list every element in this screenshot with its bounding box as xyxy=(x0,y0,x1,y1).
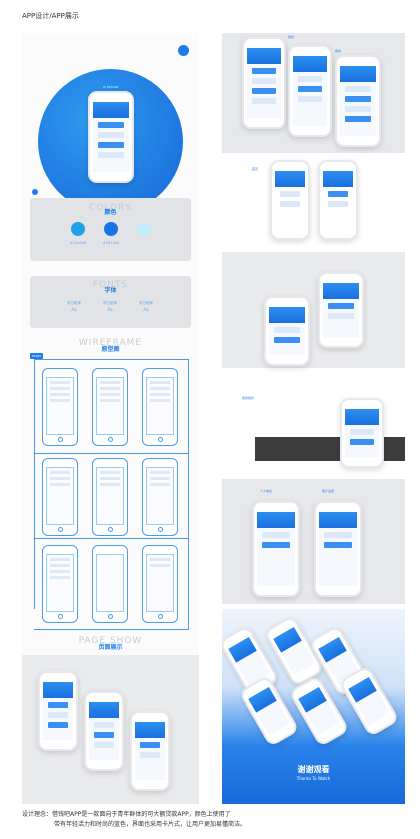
wireframe-phone xyxy=(42,368,78,446)
concept-line-2: 带有年轻活力和时尚的蓝色，界面也采用卡片式，让用户更加易懂简洁。 xyxy=(54,821,247,828)
pages-showcase xyxy=(22,655,199,804)
label-d: 我的借款 xyxy=(242,396,255,400)
phone-9 xyxy=(252,501,300,597)
swatch-3 xyxy=(137,222,151,236)
showcase-phone xyxy=(130,711,170,791)
colors-ghost: COLORS xyxy=(88,203,133,213)
pages-ghost: PAGE SHOW xyxy=(78,636,143,646)
right-panel: 借款 我的 首页 我的借款 个人信息 账户设置 谢谢观看 Thanks To W… xyxy=(222,33,405,804)
right-block-4: 我的借款 xyxy=(222,388,405,468)
font-sample-1: Aa xyxy=(71,307,77,312)
label-e: 个人信息 xyxy=(260,489,273,493)
label-a: 借款 xyxy=(288,35,295,39)
label-f: 账户设置 xyxy=(322,489,335,493)
left-panel: UI DESIGN 借钱吧 APP COLORS 颜色 #22a0e6 #187… xyxy=(22,33,199,804)
colors-title: 颜色 xyxy=(104,209,117,216)
right-block-5: 个人信息 账户设置 xyxy=(222,479,405,604)
design-concept: 设计理念：借钱吧APP是一款面向于青年群体的可大额贷款APP，颜色上使用了 带有… xyxy=(22,810,246,830)
swatch-1-label: #22a0e6 xyxy=(69,241,87,245)
fonts-section: FONTS 字体 苹方粗体 苹方细体 苹方细体 Aa Aa Aa xyxy=(30,276,191,328)
font-sample-3: Aa xyxy=(143,307,149,312)
wireframe-phone xyxy=(92,368,128,446)
fonts-ghost: FONTS xyxy=(92,280,129,290)
fonts-title: 字体 xyxy=(104,287,117,294)
wireframe-title: 原型图 xyxy=(101,346,120,353)
phone-7 xyxy=(318,272,364,348)
swatch-3-label: #c3ebff xyxy=(137,241,151,245)
phone-10 xyxy=(314,501,362,597)
phone-2 xyxy=(288,45,332,137)
font-name-1: 苹方粗体 xyxy=(67,301,81,305)
page-header: APP设计/APP展示 xyxy=(22,12,79,20)
wireframe-phone xyxy=(92,458,128,536)
wireframe-ghost: WIREFRAME xyxy=(78,338,143,348)
right-block-2: 首页 xyxy=(222,160,405,248)
decor-dot-small xyxy=(32,189,38,195)
right-block-1: 借款 我的 xyxy=(222,33,405,153)
wireframe-phone xyxy=(42,458,78,536)
wireframe-phone xyxy=(142,545,178,623)
swatch-1 xyxy=(71,222,85,236)
wireframe-phone xyxy=(42,545,78,623)
hero-phone xyxy=(88,91,134,183)
decor-dot xyxy=(178,45,189,56)
swatch-2 xyxy=(104,222,118,236)
phone-4 xyxy=(270,160,310,240)
swatch-2-label: #1873e4 xyxy=(102,241,120,245)
phone-5 xyxy=(318,160,358,240)
wireframe-phone xyxy=(92,545,128,623)
right-block-3 xyxy=(222,252,405,368)
font-name-3: 苹方细体 xyxy=(139,301,153,305)
pages-title: 页面展示 xyxy=(98,644,123,651)
wireframe-phone xyxy=(142,458,178,536)
thanks-subtitle: Thanks To Watch xyxy=(296,776,331,781)
start-tag: START xyxy=(30,353,44,359)
label-c: 首页 xyxy=(252,167,259,171)
hero-small-label: UI DESIGN xyxy=(102,85,119,89)
hero-section: UI DESIGN 借钱吧 APP xyxy=(22,33,199,214)
thanks-title: 谢谢观看 xyxy=(297,765,330,774)
font-sample-2: Aa xyxy=(107,307,113,312)
phone-8 xyxy=(340,398,384,468)
right-block-6: 谢谢观看 Thanks To Watch xyxy=(222,609,405,804)
colors-section: COLORS 颜色 #22a0e6 #1873e4 #c3ebff xyxy=(30,198,191,261)
font-name-2: 苹方细体 xyxy=(103,301,117,305)
label-b: 我的 xyxy=(335,49,342,53)
showcase-phone xyxy=(84,691,124,771)
showcase-phone xyxy=(38,671,78,751)
wireframe-phone xyxy=(142,368,178,446)
phone-6 xyxy=(264,296,310,366)
phone-1 xyxy=(242,37,286,129)
phone-3 xyxy=(335,55,381,147)
concept-line-1: 设计理念：借钱吧APP是一款面向于青年群体的可大额贷款APP，颜色上使用了 xyxy=(22,811,231,818)
